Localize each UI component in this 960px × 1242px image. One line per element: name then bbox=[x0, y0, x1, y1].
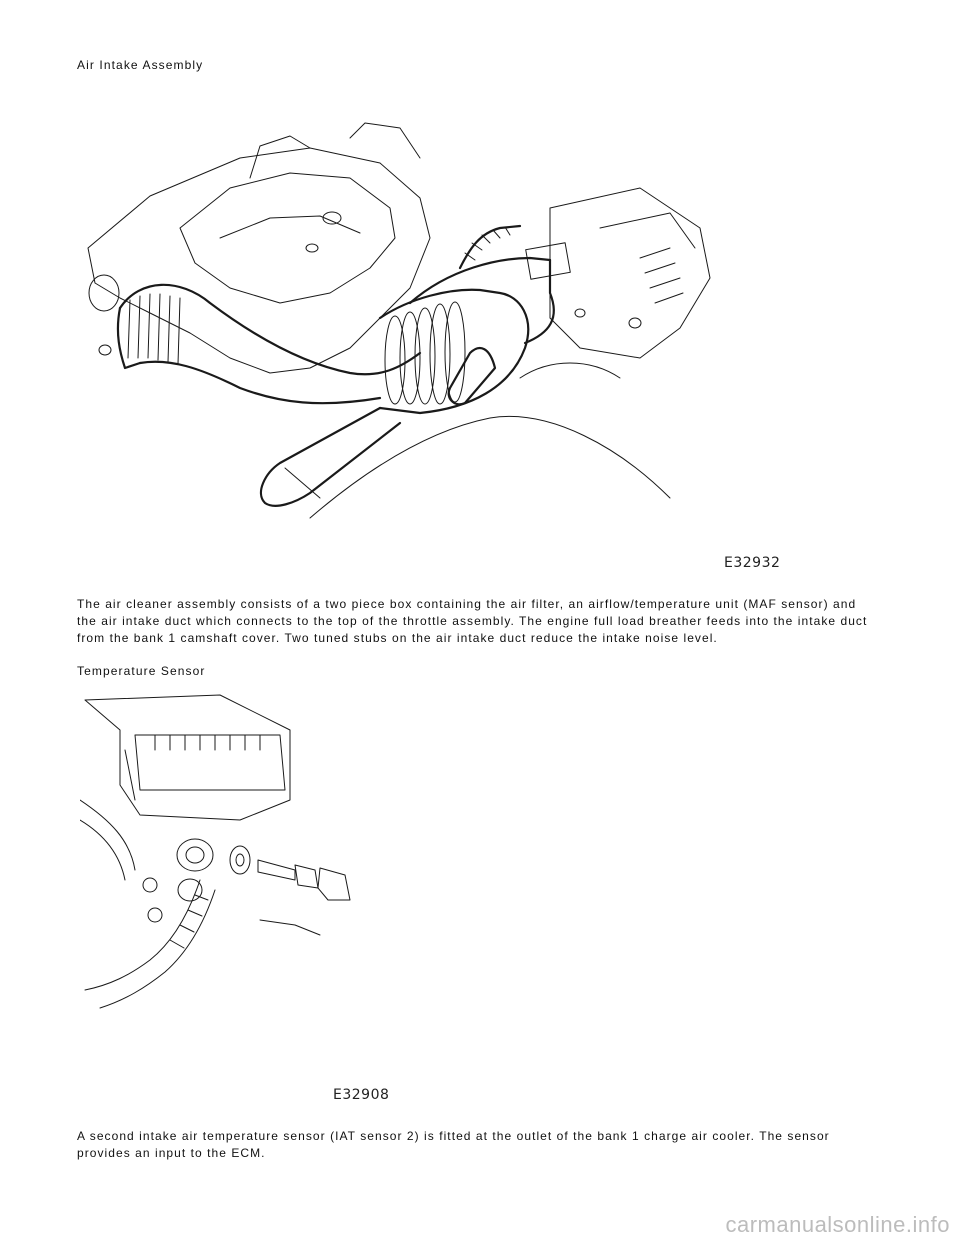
paragraph-air-intake: The air cleaner assembly consists of a t… bbox=[77, 597, 868, 645]
section-heading-temperature-sensor: Temperature Sensor bbox=[77, 664, 206, 678]
air-intake-assembly-illustration bbox=[80, 118, 740, 533]
figure-code-e32908: E32908 bbox=[333, 1087, 390, 1103]
temperature-sensor-illustration bbox=[79, 690, 380, 1015]
watermark: carmanualsonline.info bbox=[725, 1212, 950, 1237]
section-heading-air-intake: Air Intake Assembly bbox=[77, 58, 204, 72]
paragraph-temperature-sensor: A second intake air temperature sensor (… bbox=[77, 1129, 830, 1160]
figure-code-e32932: E32932 bbox=[724, 555, 781, 571]
